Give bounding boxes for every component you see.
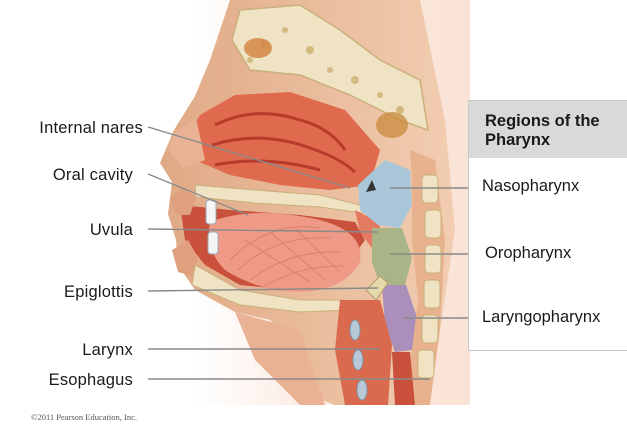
frontal-sinus — [244, 38, 272, 58]
tracheal-ring — [353, 350, 363, 370]
sphenoid-sinus — [376, 112, 408, 138]
tracheal-ring — [357, 380, 367, 400]
label-esophagus: Esophagus — [49, 372, 133, 389]
lower-tooth — [208, 232, 218, 254]
vertebra — [425, 210, 441, 238]
vertebra — [424, 280, 440, 308]
label-uvula: Uvula — [90, 222, 133, 239]
label-laryngopharynx: Laryngopharynx — [482, 309, 600, 326]
label-nasopharynx: Nasopharynx — [482, 178, 579, 195]
label-epiglottis: Epiglottis — [64, 284, 133, 301]
upper-tooth — [206, 200, 216, 224]
legend-title: Regions of the Pharynx — [485, 112, 625, 150]
copyright-notice: ©2011 Pearson Education, Inc. — [31, 412, 137, 422]
label-oropharynx: Oropharynx — [485, 245, 571, 262]
tracheal-ring — [350, 320, 360, 340]
legend-header: Regions of the Pharynx — [469, 101, 627, 158]
vertebra — [418, 350, 434, 378]
vertebra — [422, 315, 438, 343]
label-internal-nares: Internal nares — [39, 120, 143, 137]
label-oral-cavity: Oral cavity — [53, 167, 133, 184]
vertebra — [422, 175, 438, 203]
vertebra — [425, 245, 441, 273]
label-larynx: Larynx — [82, 342, 133, 359]
